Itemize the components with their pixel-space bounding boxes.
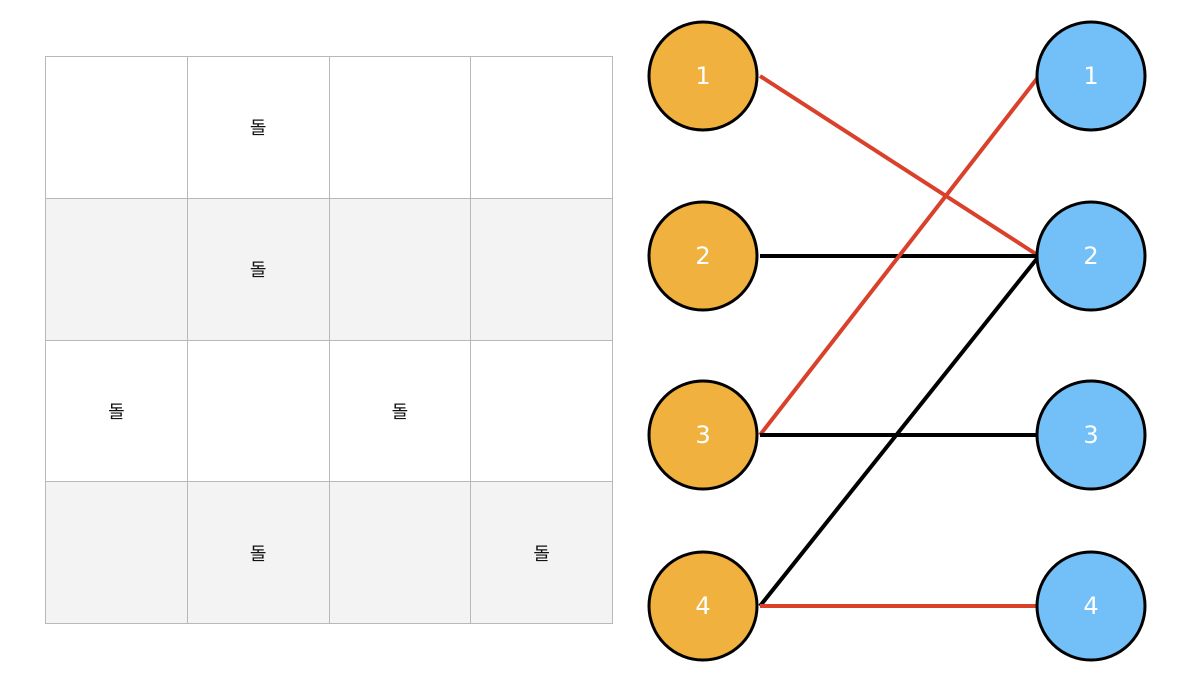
grid-cell [329, 57, 472, 199]
grid-cell: 돌 [187, 198, 330, 341]
left-node-circle [647, 20, 759, 132]
grid-cell: 돌 [187, 57, 330, 199]
right-node-1: 1 [1035, 20, 1147, 132]
grid-cell [46, 57, 188, 199]
grid-cell: 돌 [46, 340, 188, 483]
left-node-3: 3 [647, 379, 759, 491]
right-node-label: 4 [1083, 592, 1098, 620]
left-node-2: 2 [647, 200, 759, 312]
grid-cell: 돌 [187, 482, 330, 624]
matched-edge [758, 74, 1041, 437]
left-node-4: 4 [647, 550, 759, 662]
grid-cell [471, 57, 613, 199]
matched-edge [758, 74, 1041, 258]
edge-layer [758, 74, 1041, 608]
right-node-label: 2 [1083, 242, 1098, 270]
stone-grid: 돌 돌 돌 돌 돌 돌 [45, 56, 613, 624]
grid-cell [46, 198, 188, 341]
left-node-1: 1 [647, 20, 759, 132]
left-node-label: 4 [695, 592, 710, 620]
grid-cell [187, 340, 330, 483]
grid-cell [471, 340, 613, 483]
left-node-label: 3 [695, 421, 710, 449]
left-node-circle [647, 379, 759, 491]
right-node-3: 3 [1035, 379, 1147, 491]
grid-cell [329, 198, 472, 341]
right-node-circle [1035, 200, 1147, 312]
left-node-label: 2 [695, 242, 710, 270]
node-layer: 1 2 3 4 1 2 3 4 [647, 20, 1147, 662]
grid-cell: 돌 [471, 482, 613, 624]
right-node-4: 4 [1035, 550, 1147, 662]
right-node-2: 2 [1035, 200, 1147, 312]
grid-cell [471, 198, 613, 341]
left-node-circle [647, 200, 759, 312]
grid-cell [46, 482, 188, 624]
right-node-label: 1 [1083, 62, 1098, 90]
left-node-label: 1 [695, 62, 710, 90]
right-node-label: 3 [1083, 421, 1098, 449]
grid-cell: 돌 [329, 340, 472, 483]
right-node-circle [1035, 379, 1147, 491]
left-node-circle [647, 550, 759, 662]
unmatched-edge [758, 254, 1041, 608]
right-node-circle [1035, 550, 1147, 662]
right-node-circle [1035, 20, 1147, 132]
grid-cell [329, 482, 472, 624]
